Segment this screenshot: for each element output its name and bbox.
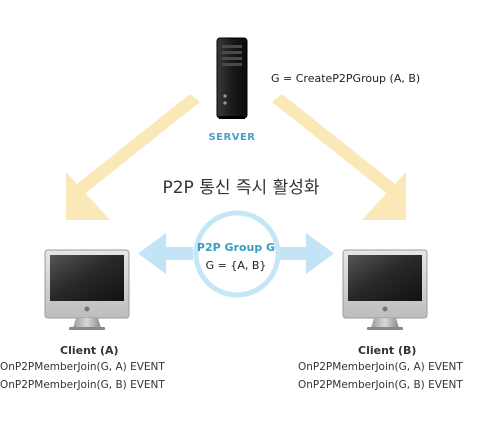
client-a-name: Client (A) — [60, 344, 119, 357]
p2p-group-name: P2P Group G — [196, 241, 276, 254]
p2p-arrow-right — [280, 233, 334, 274]
client-b-event-1: OnP2PMemberJoin(G, A) EVENT — [298, 361, 463, 373]
server-label: SERVER — [208, 132, 256, 143]
p2p-arrow-left — [138, 233, 193, 274]
client-a-event-1: OnP2PMemberJoin(G, A) EVENT — [0, 361, 165, 373]
server-tower-icon — [216, 37, 248, 119]
create-group-command: G = CreateP2PGroup (A, B) — [271, 72, 421, 85]
client-b-event-2: OnP2PMemberJoin(G, B) EVENT — [298, 379, 463, 391]
client-a-event-2: OnP2PMemberJoin(G, B) EVENT — [0, 379, 165, 391]
client-b-computer-icon — [342, 249, 428, 330]
client-a-computer-icon — [44, 249, 130, 330]
server-to-client-b-arrow — [272, 94, 406, 220]
server-to-client-a-arrow — [66, 94, 200, 220]
diagram-title: P2P 통신 즉시 활성화 — [162, 178, 320, 198]
client-b-name: Client (B) — [358, 344, 417, 357]
p2p-group-members: G = {A, B} — [205, 259, 267, 272]
p2p-group-circle — [193, 210, 281, 298]
